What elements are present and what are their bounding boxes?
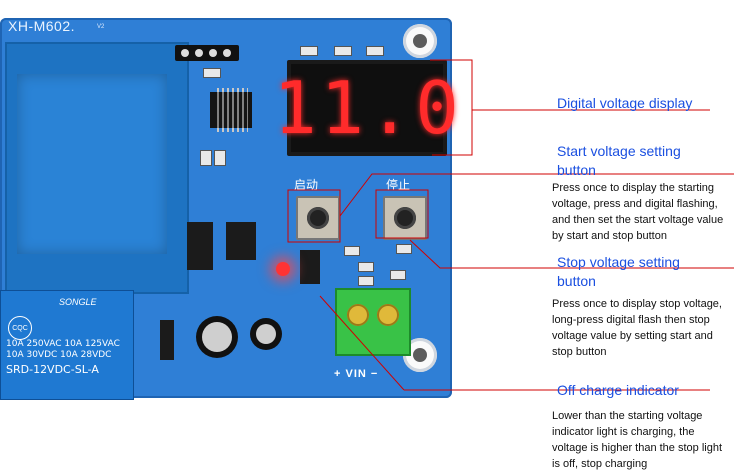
capacitor-c6 xyxy=(214,150,226,166)
resistor-r12 xyxy=(334,46,352,56)
stop-button-label: 停止 xyxy=(386,178,411,192)
vin-terminal-block[interactable] xyxy=(335,288,411,356)
electrolytic-capacitor-c2 xyxy=(250,318,282,350)
off-charge-indicator-led xyxy=(276,262,290,276)
terminal-screw-icon xyxy=(377,304,399,326)
annotation-indicator-description: Lower than the starting voltage indicato… xyxy=(552,410,723,470)
microcontroller-chip xyxy=(210,88,252,132)
vin-label: + VIN − xyxy=(334,368,379,380)
annotation-indicator-title: Off charge indicator xyxy=(557,382,679,398)
relay-rating-2: 10A 30VDC 10A 28VDC xyxy=(6,350,112,360)
cqc-logo-icon: CQC xyxy=(8,316,32,340)
resistor-r4 xyxy=(358,262,374,272)
resistor-r13 xyxy=(366,46,384,56)
bridge-rectifier-bd1 xyxy=(187,222,213,270)
resistor-r5 xyxy=(358,276,374,286)
relay-rating-1: 10A 250VAC 10A 125VAC xyxy=(6,339,120,349)
capacitor-c8 xyxy=(396,244,412,254)
resistor-array xyxy=(300,250,320,284)
resistor-r11 xyxy=(300,46,318,56)
relay-brand: SONGLE xyxy=(59,297,97,307)
relay-model: SRD-12VDC-SL-A xyxy=(6,363,99,376)
relay: SONGLE CQC 10A 250VAC 10A 125VAC 10A 30V… xyxy=(0,290,134,400)
digital-voltage-display: 11.0 xyxy=(273,60,463,156)
terminal-screw-icon xyxy=(347,304,369,326)
mounting-hole xyxy=(403,24,437,58)
start-voltage-button[interactable] xyxy=(296,196,340,240)
annotation-display-title: Digital voltage display xyxy=(557,95,693,111)
annotation-stop-title: Stop voltage setting button xyxy=(557,254,680,289)
annotation-start-title: Start voltage setting button xyxy=(557,143,681,178)
resistor-r10 xyxy=(344,246,360,256)
pin-header xyxy=(175,45,239,61)
annotation-start-description: Press once to display the starting volta… xyxy=(552,182,724,242)
capacitor-c5 xyxy=(203,68,221,78)
display-digits: 11.0 xyxy=(273,66,463,150)
resistor-r16 xyxy=(390,270,406,280)
board-model-label: XH-M602. xyxy=(8,18,76,34)
transformer xyxy=(5,42,189,294)
electrolytic-capacitor-c1 xyxy=(196,316,238,358)
diode-d1 xyxy=(160,320,174,360)
annotation-stop-description: Press once to display stop voltage, long… xyxy=(552,298,722,358)
start-button-label: 启动 xyxy=(294,178,319,192)
capacitor-c7 xyxy=(200,150,212,166)
board-version-label: V2 xyxy=(97,24,105,30)
stop-voltage-button[interactable] xyxy=(383,196,427,240)
voltage-regulator xyxy=(226,222,256,260)
